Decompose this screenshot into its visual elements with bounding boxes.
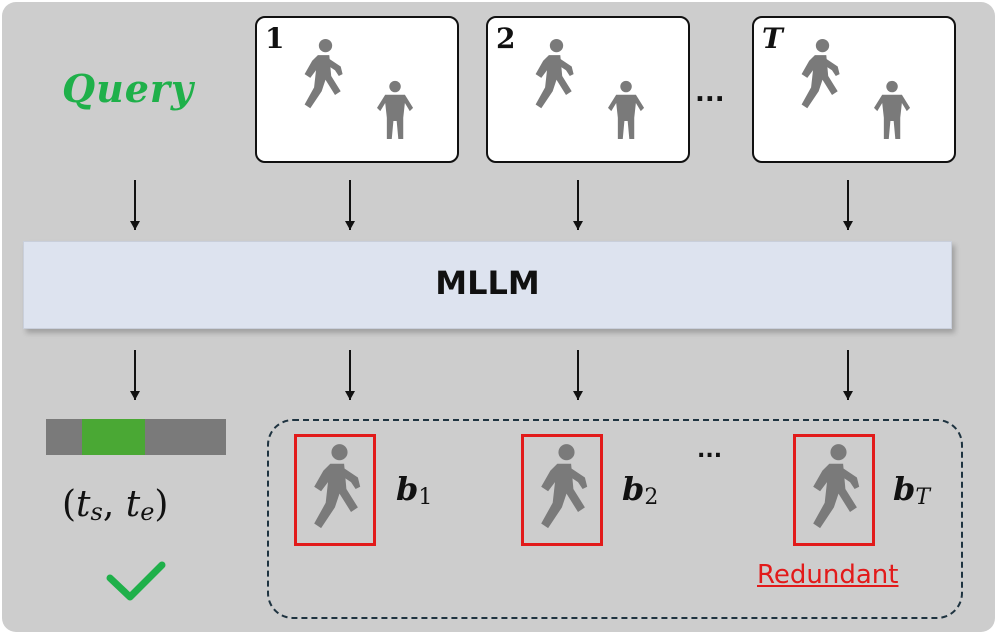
frame-ellipsis: ... xyxy=(695,78,725,108)
standing-person-icon xyxy=(377,80,414,140)
box-label-2: b2 xyxy=(622,470,659,510)
video-frame-1: 1 xyxy=(255,16,459,163)
frame-figures xyxy=(801,38,911,140)
bounding-box-t xyxy=(793,434,875,546)
frame-number: 1 xyxy=(265,22,285,55)
box-symbol: b xyxy=(396,470,419,508)
frame-figures xyxy=(535,38,645,140)
time-interval: (ts, te) xyxy=(62,484,169,526)
mllm-label: MLLM xyxy=(435,264,540,302)
frame-number: T xyxy=(762,22,783,55)
mllm-block: MLLM xyxy=(23,241,952,329)
walking-person-icon xyxy=(541,444,588,529)
interval-comma: , xyxy=(102,484,126,525)
box-label-1: b1 xyxy=(396,470,433,510)
frame-figures xyxy=(304,38,414,140)
interval-close: ) xyxy=(154,484,169,525)
frame-number: 2 xyxy=(496,22,516,55)
box-sub: 2 xyxy=(644,485,659,510)
standing-person-icon xyxy=(608,80,645,140)
interval-t-end: t xyxy=(125,484,141,525)
query-label: Query xyxy=(62,66,195,111)
box-label-t: bT xyxy=(893,470,931,510)
redundant-note: Redundant xyxy=(757,560,899,590)
walking-person-icon xyxy=(535,38,574,109)
walking-person-icon xyxy=(801,38,840,109)
interval-t-start: t xyxy=(76,484,91,525)
spatial-output-box xyxy=(267,419,963,619)
video-frame-t: T xyxy=(752,16,956,163)
box-sub: 1 xyxy=(418,485,433,510)
walking-person-icon xyxy=(314,444,361,529)
interval-open: ( xyxy=(62,484,77,525)
box-ellipsis: ... xyxy=(697,438,723,463)
standing-person-icon xyxy=(874,80,911,140)
box-symbol: b xyxy=(622,470,645,508)
timeline-bar xyxy=(46,419,226,455)
video-frame-2: 2 xyxy=(486,16,690,163)
checkmark-icon xyxy=(106,561,166,601)
bounding-box-1 xyxy=(294,434,376,546)
walking-person-icon xyxy=(813,444,860,529)
bounding-box-2 xyxy=(521,434,603,546)
interval-start-sub: s xyxy=(90,498,103,526)
interval-end-sub: e xyxy=(140,498,155,526)
timeline-highlight xyxy=(82,419,145,455)
walking-person-icon xyxy=(304,38,343,109)
box-symbol: b xyxy=(893,470,916,508)
box-sub: T xyxy=(915,485,931,510)
